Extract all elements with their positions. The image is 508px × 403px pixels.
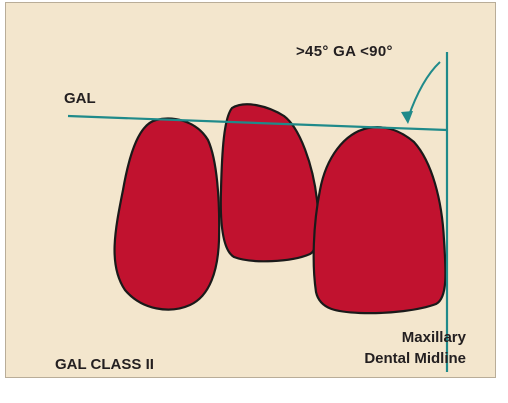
midline-label-line2: Dental Midline bbox=[330, 348, 466, 369]
gal-class-label: GAL CLASS II bbox=[55, 356, 154, 373]
angle-arc bbox=[408, 62, 440, 118]
midline-label-line1: Maxillary bbox=[330, 327, 466, 348]
central-incisor-tooth bbox=[221, 104, 319, 261]
angle-arrow-head bbox=[401, 111, 413, 124]
lateral-incisor-tooth bbox=[115, 119, 220, 310]
gal-line-label: GAL bbox=[64, 90, 96, 107]
canine-tooth bbox=[314, 127, 446, 313]
midline-label: Maxillary Dental Midline bbox=[330, 327, 466, 369]
angle-label: >45° GA <90° bbox=[296, 43, 393, 60]
